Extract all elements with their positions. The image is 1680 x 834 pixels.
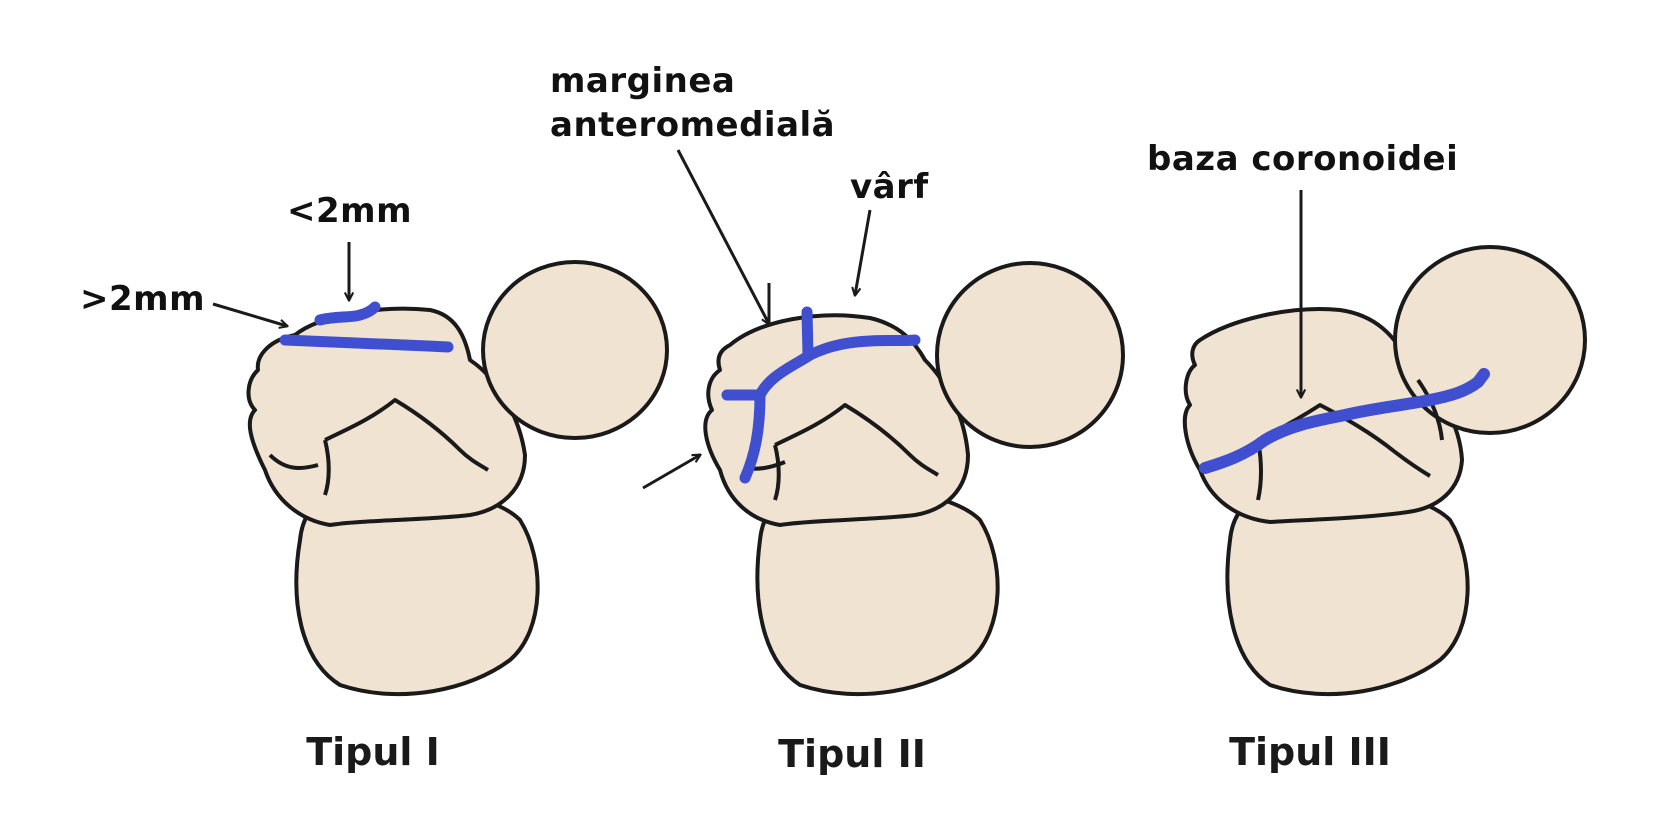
- label-anteromedial-margin-line1: marginea: [550, 61, 735, 101]
- ulna-bone-type-2: [703, 261, 1125, 697]
- fracture-lines-type-2: [721, 306, 921, 484]
- label-less-2mm: <2mm: [287, 191, 412, 231]
- annotation-arrows-type-2: [642, 149, 872, 490]
- panel-title-type-3: Tipul III: [1229, 730, 1391, 774]
- panel-title-type-1: Tipul I: [306, 730, 440, 774]
- annotation-arrows-type-1: [212, 242, 349, 326]
- fracture-lines-type-3: [1199, 368, 1490, 474]
- label-anteromedial-margin-line2: anteromedială: [550, 105, 835, 145]
- label-tip: vârf: [850, 167, 929, 207]
- panel-type-3: baza coronoidei Tipul III: [1147, 139, 1587, 774]
- panel-type-1: >2mm <2mm Tipul I: [80, 191, 669, 774]
- panel-type-2: marginea anteromedială vârf Tipul II: [550, 61, 1125, 776]
- ulna-bone-type-3: [1182, 245, 1587, 697]
- label-greater-2mm: >2mm: [80, 279, 205, 319]
- fracture-lines-type-1: [279, 301, 454, 353]
- panel-title-type-2: Tipul II: [778, 732, 926, 776]
- label-coronoid-base: baza coronoidei: [1147, 139, 1458, 179]
- ulna-bone-type-1: [246, 260, 669, 697]
